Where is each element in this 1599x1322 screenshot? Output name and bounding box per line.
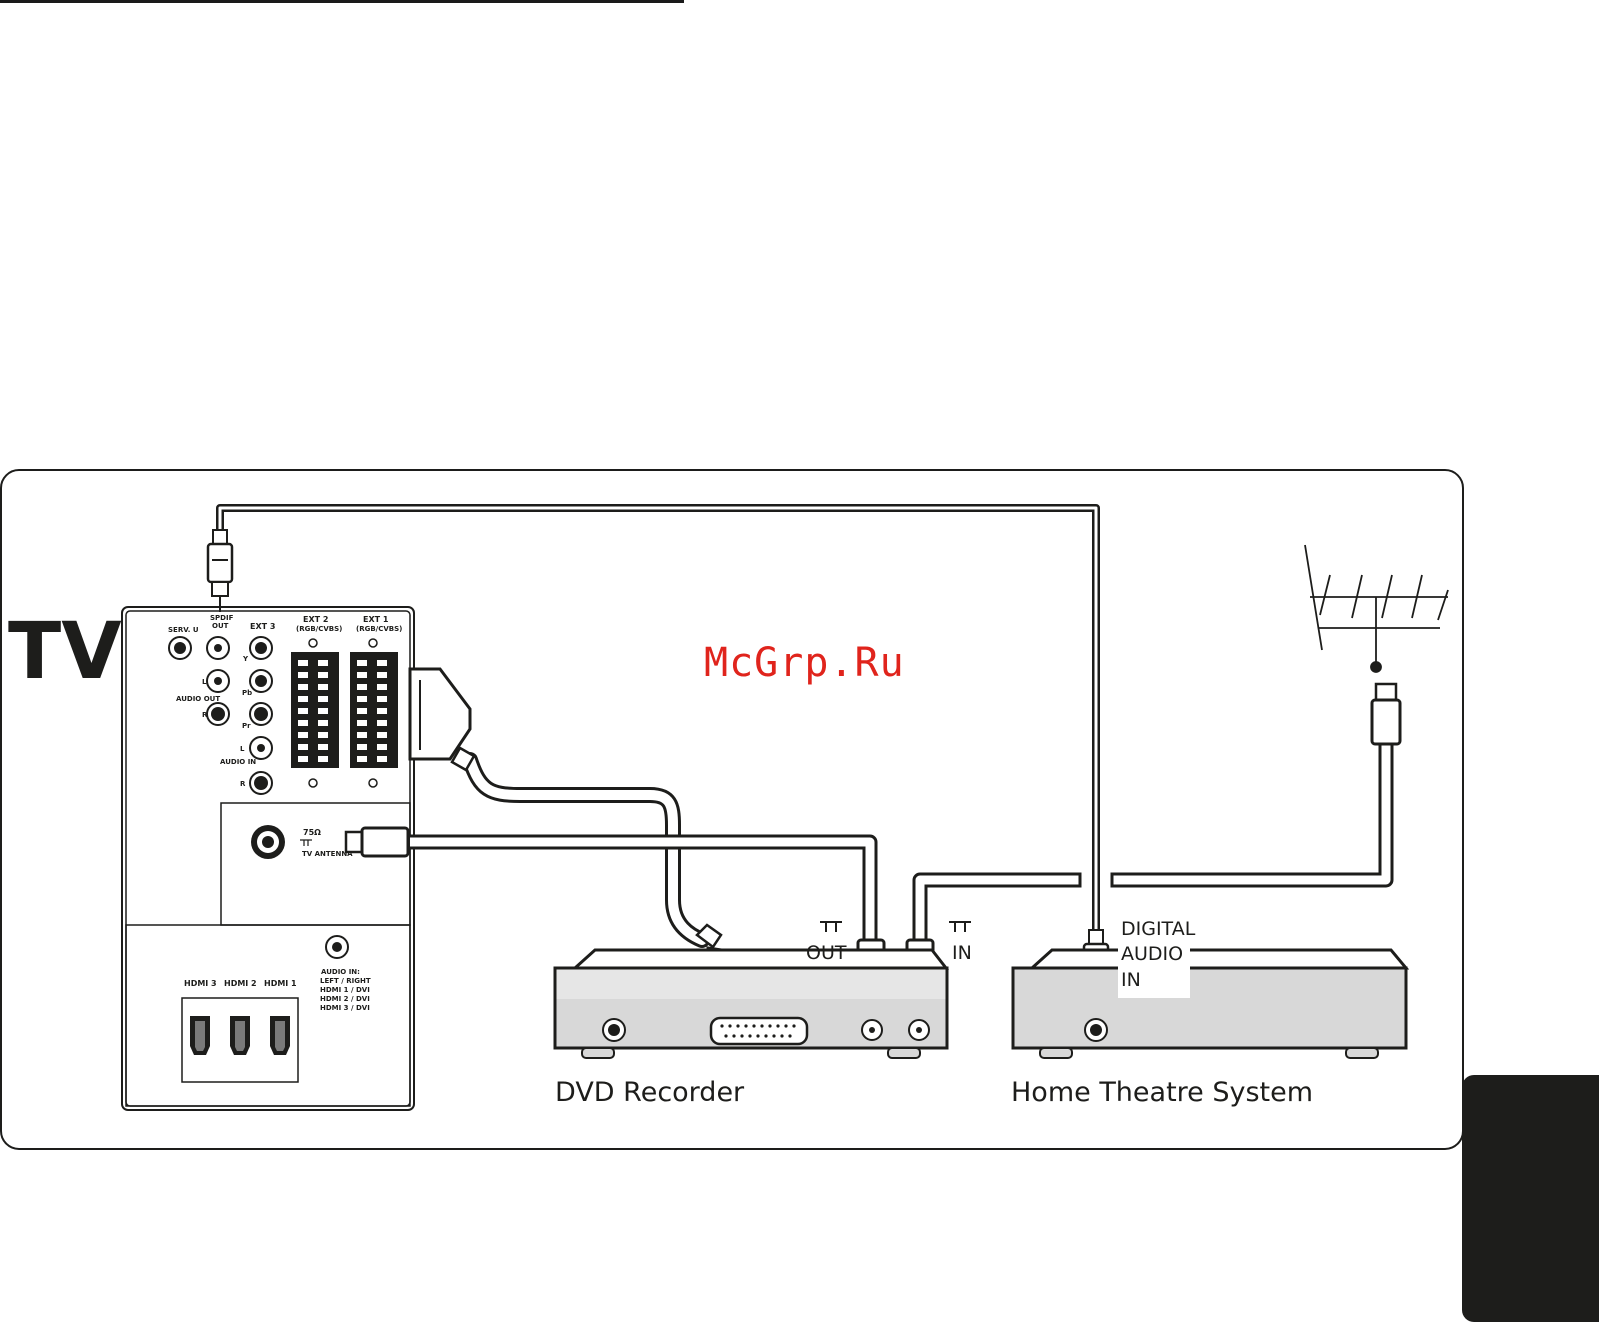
- dvd-in-label: IN: [952, 942, 972, 964]
- pb-label: Pb: [242, 689, 252, 697]
- antenna-ohm-label: 75Ω: [303, 828, 321, 837]
- ext2-label: EXT 2: [303, 615, 328, 624]
- spdif-out-label: OUT: [212, 622, 229, 630]
- hts-in-label: IN: [1121, 969, 1141, 991]
- l-out-label: L: [202, 678, 207, 686]
- tv-back-panel: SERV. U SPDIF OUT EXT 3 EXT 2 (RGB/CVBS)…: [122, 607, 414, 1110]
- hdmi2-label: HDMI 2: [224, 979, 257, 988]
- y-label: Y: [242, 655, 249, 663]
- dvd-out-label: OUT: [806, 942, 847, 964]
- ext1-label: EXT 1: [363, 615, 389, 624]
- page-side-tab: [1462, 1075, 1599, 1322]
- coax-plug-icon: [346, 828, 408, 856]
- ext2-sub-label: (RGB/CVBS): [296, 625, 342, 633]
- home-theatre-label: Home Theatre System: [1011, 1077, 1313, 1108]
- r-out-label: R: [202, 711, 208, 719]
- tv-antenna-jack-icon: [251, 825, 285, 859]
- hts-audio-label: AUDIO: [1121, 943, 1183, 965]
- scart-ext1-icon: [350, 639, 398, 787]
- audio-in-label: AUDIO IN: [220, 758, 256, 766]
- audio-in-line-2: HDMI 1 / DVI: [320, 986, 370, 994]
- audio-in-hdmi-label: AUDIO IN:: [321, 968, 360, 976]
- hdmi-port-icon: [190, 1016, 290, 1055]
- ext1-sub-label: (RGB/CVBS): [356, 625, 402, 633]
- dvd-recorder: [555, 950, 947, 1058]
- home-theatre-system: [1013, 950, 1406, 1058]
- tv-label: TV: [8, 607, 122, 697]
- audio-in-line-4: HDMI 3 / DVI: [320, 1004, 370, 1012]
- scart-ext2-icon: [291, 639, 339, 787]
- hdmi1-label: HDMI 1: [264, 979, 297, 988]
- hts-digital-label: DIGITAL: [1121, 918, 1196, 940]
- audio-out-label: AUDIO OUT: [176, 695, 220, 703]
- r-in-label: R: [240, 780, 246, 788]
- coax-plug-icon: [1372, 684, 1400, 744]
- audio-in-line-3: HDMI 2 / DVI: [320, 995, 370, 1003]
- watermark: McGrp.Ru: [704, 640, 905, 686]
- audio-in-line-1: LEFT / RIGHT: [320, 977, 371, 985]
- l-in-label: L: [240, 745, 245, 753]
- hdmi3-label: HDMI 3: [184, 979, 217, 988]
- ext3-label: EXT 3: [250, 622, 275, 631]
- spdif-label: SPDIF: [210, 614, 234, 622]
- serv-u-label: SERV. U: [168, 626, 199, 634]
- pr-label: Pr: [242, 722, 251, 730]
- dvd-recorder-label: DVD Recorder: [555, 1077, 745, 1108]
